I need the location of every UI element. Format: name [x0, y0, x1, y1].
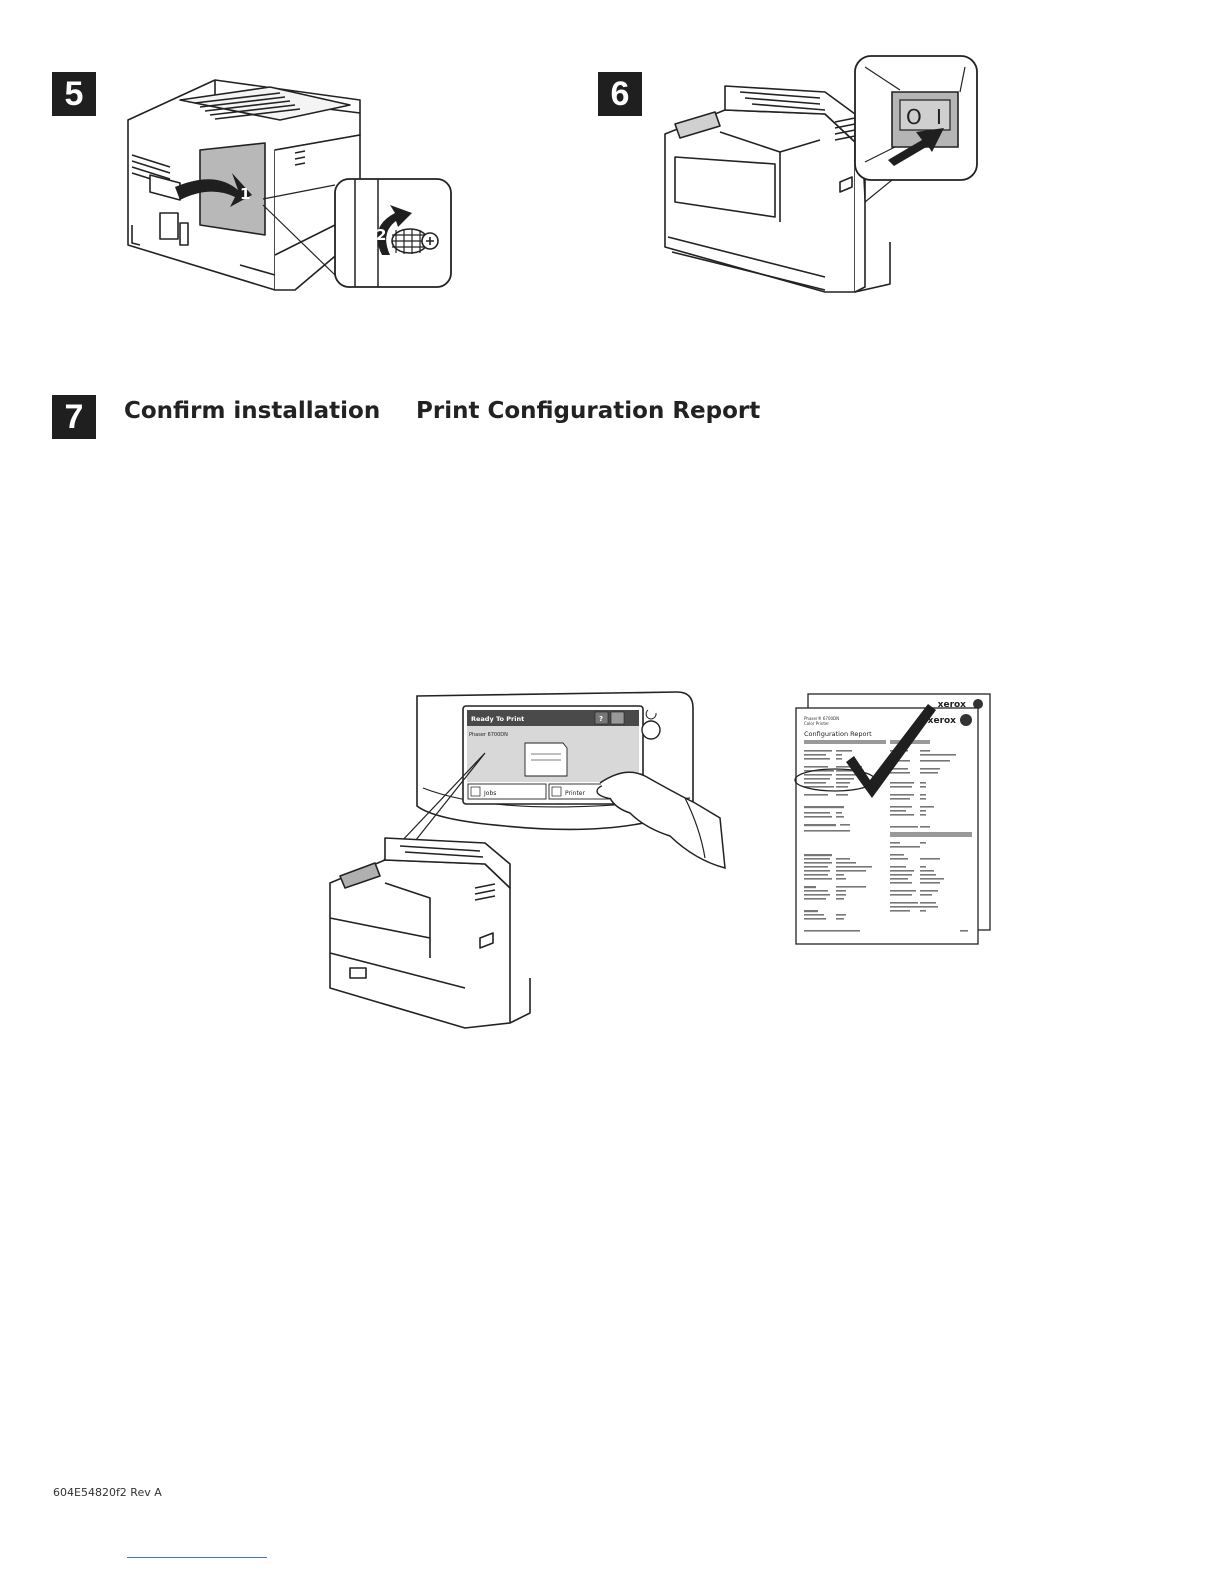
callout-1: 1 — [240, 185, 250, 203]
step-5-badge: 5 — [52, 72, 96, 116]
footer-link-underline — [127, 1557, 267, 1558]
report-brand: xerox — [928, 716, 957, 726]
report-title: Configuration Report — [804, 730, 872, 738]
callout-2: 2 — [376, 226, 386, 244]
step-6-illustration: O I — [660, 52, 990, 297]
control-panel-illustration: Ready To Print ? Phaser 6700DN Jobs Prin… — [325, 688, 750, 1033]
step-7-number: 7 — [65, 398, 84, 437]
printer-thumbnail-icon — [525, 743, 567, 776]
configuration-report-illustration: xerox Phaser® 6700DN Color Printer xerox… — [790, 690, 995, 952]
printer-button-label: Printer — [565, 790, 585, 797]
tools-button[interactable] — [611, 712, 624, 724]
screen-model-text: Phaser 6700DN — [469, 732, 508, 738]
step-5-number: 5 — [65, 75, 84, 114]
step-5-illustration: 1 2 — [120, 75, 460, 295]
heading-confirm-installation: Confirm installation — [124, 398, 380, 424]
switch-off-label: O — [906, 105, 922, 129]
screen-status-text: Ready To Print — [471, 715, 524, 723]
step-6-number: 6 — [611, 75, 630, 114]
help-label: ? — [599, 715, 603, 723]
switch-on-label: I — [936, 105, 942, 129]
jobs-button-label: Jobs — [483, 790, 496, 797]
report-sub-line: Color Printer — [804, 721, 829, 726]
xerox-logo-icon — [960, 714, 972, 726]
printer-icon — [330, 838, 530, 1028]
step-6-badge: 6 — [598, 72, 642, 116]
power-button[interactable] — [642, 721, 660, 739]
heading-print-configuration-report: Print Configuration Report — [416, 398, 760, 424]
document-id: 604E54820f2 Rev A — [53, 1486, 162, 1499]
step-7-badge: 7 — [52, 395, 96, 439]
